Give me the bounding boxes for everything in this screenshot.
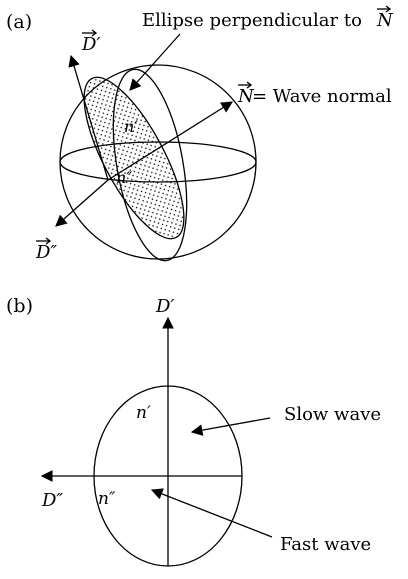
d-double-label-b: D″ xyxy=(41,490,63,511)
d-double-axis-arrow xyxy=(55,179,109,227)
svg-text:= Wave normal: = Wave normal xyxy=(252,86,392,107)
n-double-label-a: n″ xyxy=(116,168,132,187)
n-double-label-b: n″ xyxy=(98,489,116,509)
ellipse-label-pointer xyxy=(129,33,181,91)
ellipse-label-vector: N xyxy=(376,5,394,31)
svg-text:N: N xyxy=(237,86,255,107)
svg-text:D′: D′ xyxy=(81,34,101,55)
wave-normal-label: N = Wave normal xyxy=(237,81,392,107)
fast-wave-label: Fast wave xyxy=(280,534,371,555)
slow-wave-label: Slow wave xyxy=(284,404,381,425)
slow-wave-pointer xyxy=(190,417,271,436)
svg-text:D″: D″ xyxy=(35,242,57,263)
n-prime-label-b: n′ xyxy=(136,403,151,423)
panel-a-tag: (a) xyxy=(6,11,32,33)
svg-text:N: N xyxy=(376,10,394,31)
d-prime-axis-arrow xyxy=(68,54,109,181)
d-prime-label: D′ xyxy=(81,29,101,55)
n-prime-label-a: n′ xyxy=(124,117,138,136)
index-ellipse xyxy=(83,76,185,240)
ellipse-label: Ellipse perpendicular to xyxy=(142,10,362,31)
d-double-label: D″ xyxy=(35,237,57,263)
panel-b-tag: (b) xyxy=(6,295,33,317)
fast-wave-pointer xyxy=(150,488,273,538)
panel-b: (b) D′ D″ n′ n″ Slow wave Fast wave xyxy=(6,295,381,567)
d-prime-label-b: D′ xyxy=(155,296,175,317)
panel-a: (a) Ellipse perpendicular to N D′ xyxy=(6,5,394,263)
wave-normal-arrow xyxy=(107,101,233,181)
